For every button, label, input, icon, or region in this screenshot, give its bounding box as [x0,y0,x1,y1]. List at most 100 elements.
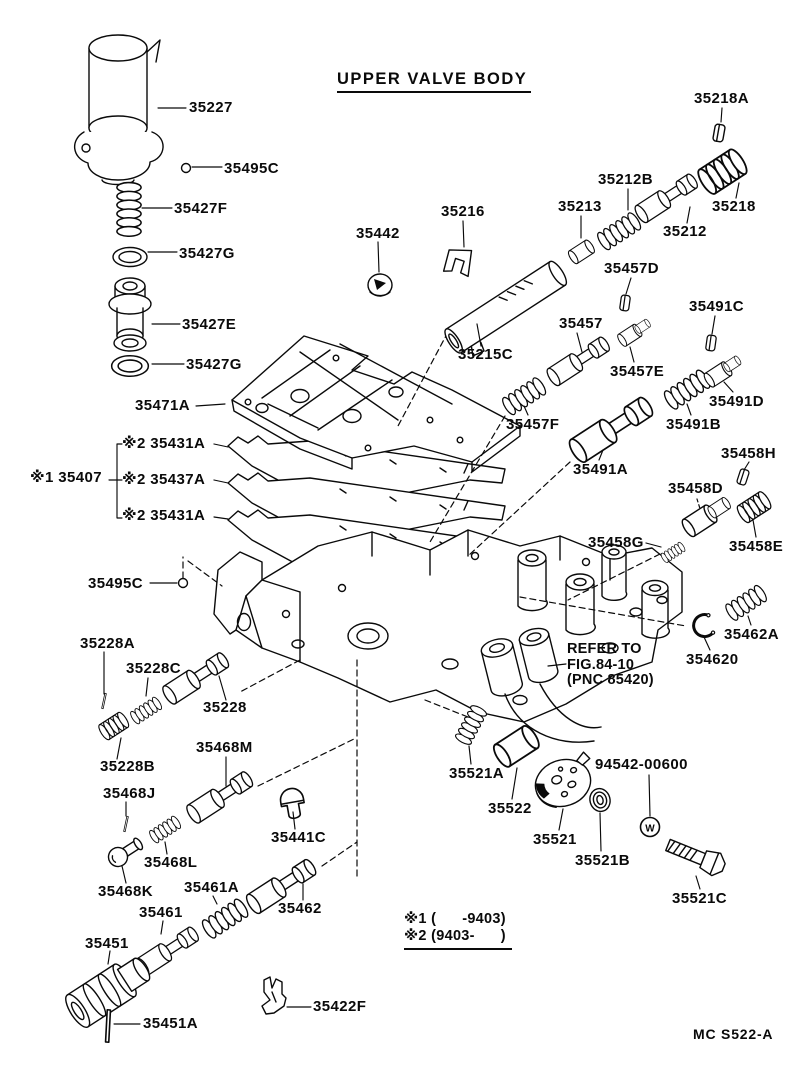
part-label-35451A: 35451A [143,1015,198,1032]
part-label-35228C: 35228C [126,660,181,677]
part-label-35458H: 35458H [721,445,776,462]
part-35491A-drawing [565,392,658,466]
part-35457E-drawing [615,318,652,349]
part-label-35215C: 35215C [458,346,513,363]
part-label-35522: 35522 [488,800,532,817]
part-35491C-drawing [704,334,718,352]
part-35471A-drawing [231,335,521,473]
part-label-35457D: 35457D [604,260,659,277]
part-35227-drawing [74,34,164,186]
part-35461A-drawing [199,896,251,941]
part-35457D-drawing [618,294,632,312]
part-35427F-drawing [116,181,142,238]
part-35521B-drawing [589,787,611,813]
part-35218-drawing [694,146,751,198]
part-label-35427G-2: 35427G [186,356,242,373]
part-35215C-drawing [444,260,568,357]
part-label-35228: 35228 [203,699,247,716]
part-label-35457: 35457 [559,315,603,332]
part-label-35491B: 35491B [666,416,721,433]
part-label-35468K: 35468K [98,883,153,900]
part-label-35491D: 35491D [709,393,764,410]
part-label-35431A-1: ※2 35431A [122,435,206,452]
part-35468K-drawing [104,833,147,871]
part-35491D-drawing [701,354,743,390]
part-label-35431A-2: ※2 35431A [122,507,206,524]
part-35451-drawing [65,957,151,1028]
part-label-35468J: 35468J [103,785,156,802]
part-35427G2-drawing [110,354,150,378]
part-35458H-drawing [735,467,751,487]
part-35521C-drawing [662,833,729,880]
part-35458D-drawing [679,495,733,540]
part-35228C-drawing [128,695,164,726]
part-35228A-drawing [101,692,107,710]
part-35441C-drawing [277,785,308,821]
part-label-35462A: 35462A [724,626,779,643]
part-35458E-drawing [734,489,774,525]
part-label-35458D: 35458D [668,480,723,497]
35407-bracket [108,443,123,519]
part-35468J-drawing [123,815,129,833]
part-label-35521C: 35521C [672,890,727,907]
part-35228-drawing [159,648,233,707]
valve-body-drawing [213,529,683,723]
part-label-35437A: ※2 35437A [122,471,206,488]
part-label-35458E: 35458E [729,538,784,555]
part-35521A-drawing [453,703,489,747]
part-label-354620: 354620 [686,651,739,668]
part-35457-drawing [544,333,613,389]
part-label-35427G-1: 35427G [179,245,235,262]
part-35451A-drawing [104,1009,112,1043]
part-label-35471A: 35471A [135,397,190,414]
part-35442-drawing [367,273,393,297]
part-label-35521B: 35521B [575,852,630,869]
part-35427G1-drawing [112,246,148,268]
part-label-35441C: 35441C [271,829,326,846]
part-label-35212B: 35212B [598,171,653,188]
part-94542-washer-drawing: W [639,816,661,838]
part-label-94542-00600: 94542-00600 [595,756,688,773]
part-35216-drawing [442,249,473,278]
part-label-35457E: 35457E [610,363,665,380]
part-label-35458G: 35458G [588,534,644,551]
part-label-35461A: 35461A [184,879,239,896]
part-label-35216: 35216 [441,203,485,220]
part-label-35422F: 35422F [313,998,367,1015]
part-label-35521: 35521 [533,831,577,848]
part-label-35218A: 35218A [694,90,749,107]
part-label-35218: 35218 [712,198,756,215]
part-35468L-drawing [147,814,183,845]
part-35458G-drawing [659,540,687,565]
page-title: UPPER VALVE BODY [337,71,532,93]
part-35468M-drawing [183,767,257,826]
refer-note: REFER TO FIG.84-10 (PNC 85420) [567,641,654,688]
part-35228B-drawing [96,710,132,742]
part-label-35427F: 35427F [174,200,228,217]
part-label-35468L: 35468L [144,854,198,871]
part-label-35212: 35212 [663,223,707,240]
part-label-35228A: 35228A [80,635,135,652]
part-label-35442: 35442 [356,225,400,242]
part-label-35495C-1: 35495C [224,160,279,177]
part-35422F-drawing [261,976,287,1015]
part-35427E-drawing [108,277,152,352]
part-label-35427E: 35427E [182,316,237,333]
part-label-35213: 35213 [558,198,602,215]
part-35495C1-drawing [180,162,192,174]
part-label-35521A: 35521A [449,765,504,782]
footnote-legend: ※1 ( -9403) ※2 (9403- ) [404,911,512,950]
part-label-35491A: 35491A [573,461,628,478]
part-label-35407: ※1 35407 [30,469,103,486]
doc-code: MC S522-A [693,1026,774,1042]
part-35457F-drawing [499,375,549,418]
part-label-35461: 35461 [139,904,183,921]
part-35495C2-drawing [177,577,189,589]
part-35521-drawing [534,751,592,808]
part-label-35495C-2: 35495C [88,575,143,592]
part-label-35462: 35462 [278,900,322,917]
part-label-35457F: 35457F [506,416,560,433]
part-label-35468M: 35468M [196,739,253,756]
